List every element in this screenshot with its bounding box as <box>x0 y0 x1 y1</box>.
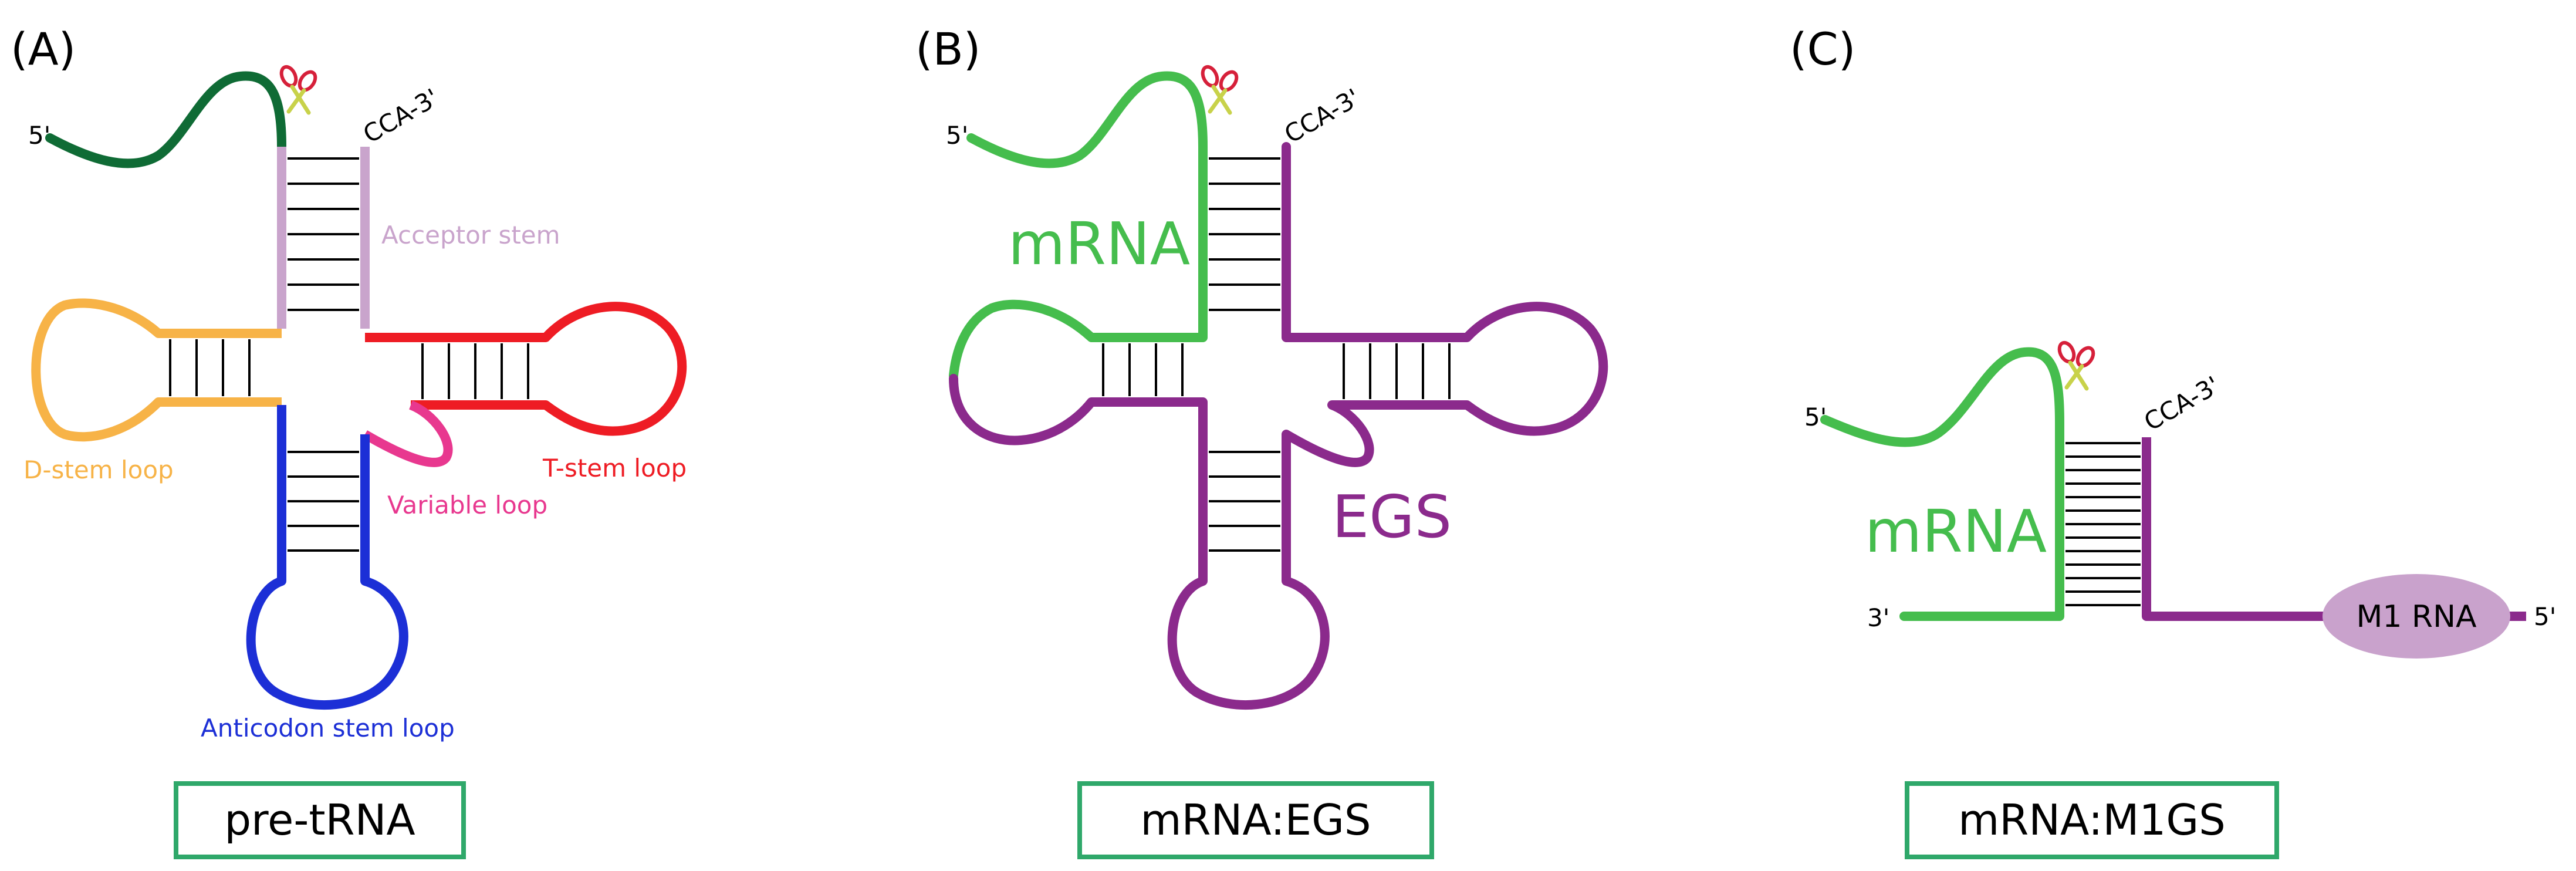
panel-a-d-stem-loop <box>31 298 282 442</box>
panel-c-m1-rna-ellipse <box>2323 574 2510 659</box>
panel-c-three-prime: 3' <box>1867 603 1889 632</box>
panel-a-leader-strand <box>45 71 286 168</box>
panel-b: (B) 5' mRNA CCA-3' EGS mRNA:EGS <box>915 23 1608 859</box>
panel-b-title-box <box>1077 781 1434 859</box>
scissors-icon <box>2057 340 2097 389</box>
scissors-icon <box>279 65 319 113</box>
panel-c-guide-strand <box>2142 437 2324 621</box>
panel-a-title: pre-tRNA <box>224 795 415 845</box>
panel-c-letter: (C) <box>1790 23 1855 75</box>
panel-b-cca-label: CCA-3' <box>1280 83 1365 148</box>
panel-a-t-stem-label: T-stem loop <box>542 454 687 482</box>
panel-a-variable-loop <box>362 400 453 467</box>
panel-b-egs-label: EGS <box>1332 482 1452 551</box>
panel-a-five-prime: 5' <box>28 121 50 150</box>
panel-a-d-stem-label: D-stem loop <box>23 455 174 484</box>
panel-b-egs-strand <box>949 142 1608 710</box>
panel-c-title: mRNA:M1GS <box>1958 795 2226 845</box>
panel-c-five-prime-left: 5' <box>1804 403 1827 431</box>
panel-c-base-pairs <box>2065 442 2141 606</box>
panel-b-title: mRNA:EGS <box>1140 795 1371 845</box>
panel-a: (A) 5' CCA-3' Acceptor stem D-stem loop <box>11 23 687 859</box>
panel-a-t-stem-loop <box>365 302 687 436</box>
panel-a-anticodon-label: Anticodon stem loop <box>201 714 455 742</box>
panel-c-title-box <box>1905 781 2279 859</box>
panel-b-base-pairs <box>1102 157 1451 552</box>
panel-a-letter: (A) <box>11 23 76 75</box>
panel-c-cca-label: CCA-3' <box>2139 370 2225 436</box>
panel-a-title-box <box>174 781 466 859</box>
panel-a-acceptor-base-pairs <box>288 157 359 311</box>
panel-a-cca-label: CCA-3' <box>359 83 444 148</box>
panel-a-variable-label: Variable loop <box>387 491 547 519</box>
panel-a-anticodon-stem-loop <box>246 405 408 710</box>
panel-c-mrna-label: mRNA <box>1865 497 2047 566</box>
panel-a-t-base-pairs <box>421 343 529 399</box>
panel-c-m1-rna-label: M1 RNA <box>2356 599 2477 634</box>
panel-c: (C) 5' 3' mRNA CCA-3' M1 RNA 5' mRNA:M1G… <box>1790 23 2556 859</box>
panel-b-mrna-strand <box>949 71 1208 380</box>
panel-c-mrna-strand <box>1820 347 2064 621</box>
panel-a-acceptor-label: Acceptor stem <box>381 221 560 249</box>
panel-b-mrna-label: mRNA <box>1008 210 1190 278</box>
scissors-icon <box>1200 65 1240 113</box>
panel-a-anticodon-base-pairs <box>288 451 359 552</box>
panel-b-letter: (B) <box>915 23 981 75</box>
panel-b-five-prime: 5' <box>946 121 968 150</box>
panel-a-d-base-pairs <box>169 339 251 396</box>
panel-c-five-prime-right: 5' <box>2534 602 2556 631</box>
